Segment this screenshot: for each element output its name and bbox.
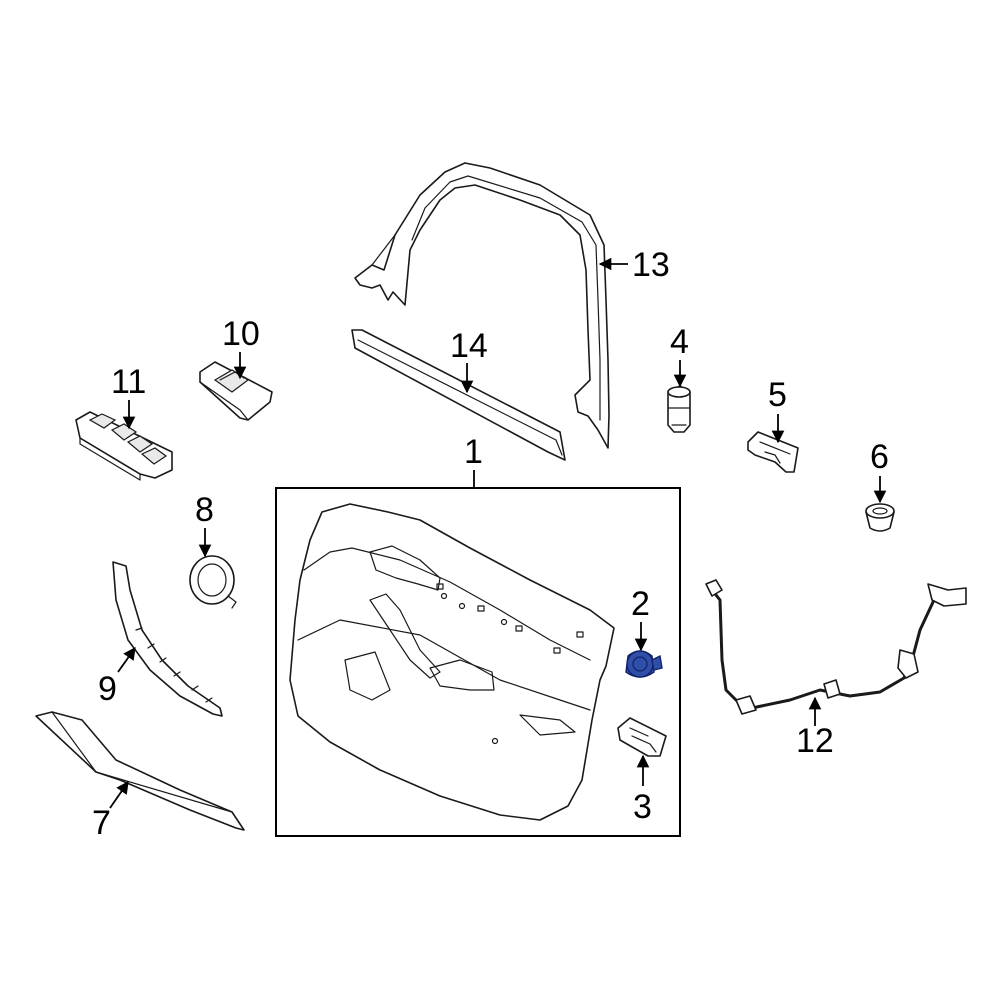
callout-12-label: 12 — [796, 722, 834, 760]
trim-clip[interactable] — [617, 717, 667, 757]
master-window-switch[interactable] — [75, 411, 173, 481]
callout-10: 10 — [222, 315, 260, 380]
callout-1-label: 1 — [464, 433, 483, 471]
callout-11-label: 11 — [111, 363, 146, 401]
belt-weatherstrip[interactable] — [351, 329, 566, 461]
callout-4: 4 — [670, 323, 689, 388]
grommet-clip[interactable] — [865, 503, 895, 532]
callout-10-label: 10 — [222, 315, 260, 353]
speaker-trim-ring[interactable] — [189, 555, 237, 609]
door-trim-panel[interactable] — [289, 503, 615, 821]
callout-14-label: 14 — [450, 327, 488, 365]
callout-8-label: 8 — [195, 491, 214, 529]
callout-6: 6 — [870, 438, 889, 504]
callout-12: 12 — [796, 696, 834, 760]
door-wiring-harness[interactable] — [705, 579, 967, 715]
callout-7: 7 — [92, 780, 129, 842]
window-frame-molding[interactable] — [354, 162, 610, 449]
door-panel-assembly-frame — [275, 487, 681, 837]
callout-9: 9 — [98, 646, 136, 708]
callout-13-label: 13 — [632, 246, 670, 284]
callout-6-label: 6 — [870, 438, 889, 476]
single-window-switch[interactable] — [199, 361, 273, 421]
callout-3: 3 — [633, 754, 652, 826]
mounting-bracket[interactable] — [747, 431, 799, 473]
callout-2-label: 2 — [631, 585, 650, 623]
callout-5-label: 5 — [768, 376, 787, 414]
callout-8: 8 — [195, 491, 214, 558]
callout-9-label: 9 — [98, 670, 117, 708]
interior-trim-strip[interactable] — [112, 561, 223, 717]
callout-3-label: 3 — [633, 788, 652, 826]
callout-11: 11 — [111, 363, 146, 430]
callout-4-label: 4 — [670, 323, 689, 361]
push-pin-switch[interactable] — [667, 385, 691, 433]
callout-14: 14 — [450, 327, 488, 394]
lower-trim-panel[interactable] — [35, 711, 245, 831]
retainer-clip-highlighted[interactable] — [625, 650, 663, 678]
callout-2: 2 — [631, 585, 650, 652]
callout-1: 1 — [464, 433, 483, 488]
callout-7-label: 7 — [92, 804, 111, 842]
callout-13: 13 — [598, 246, 670, 284]
callout-5: 5 — [768, 376, 787, 444]
